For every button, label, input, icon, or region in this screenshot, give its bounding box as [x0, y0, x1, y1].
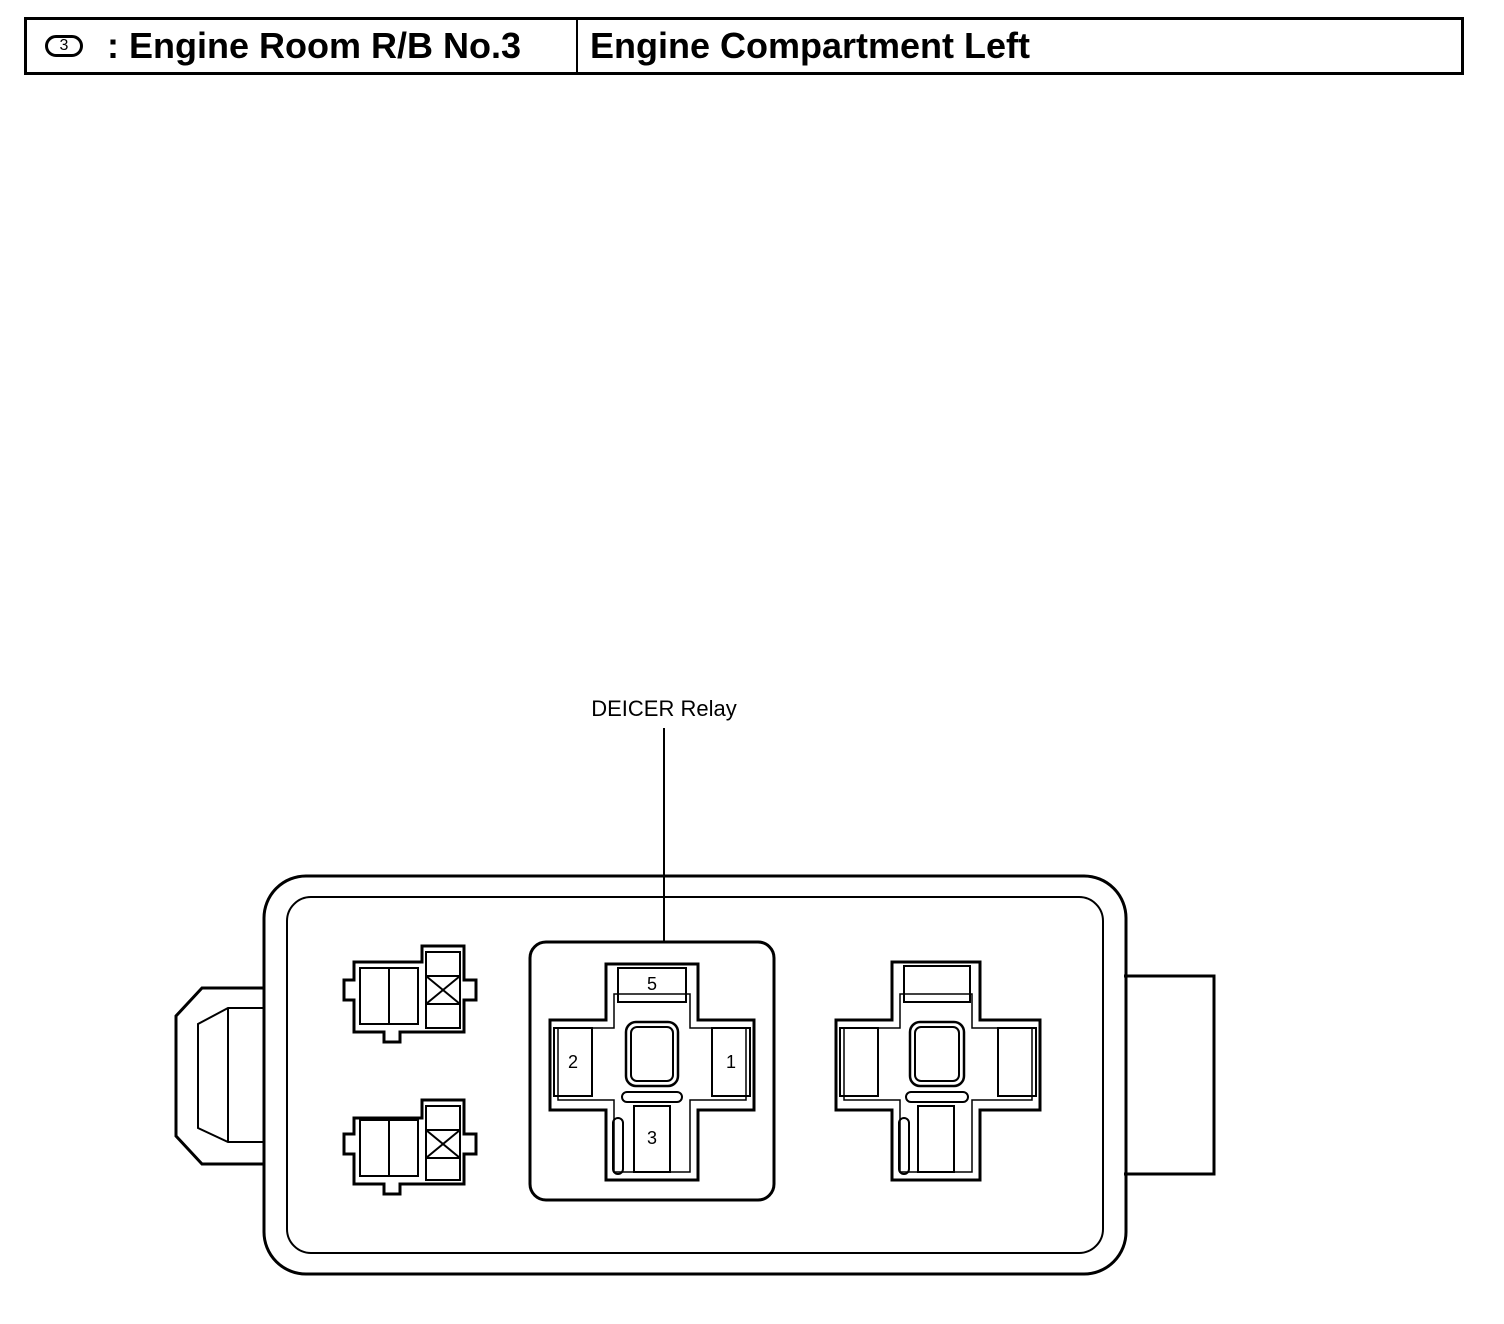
- terminal-5: [617, 967, 687, 1003]
- terminal-5-label: 5: [647, 974, 657, 994]
- terminal-2: [553, 1027, 593, 1097]
- terminal-3-label: 3: [647, 1128, 657, 1148]
- deicer-relay-socket: 5 2 1 3: [548, 962, 756, 1182]
- terminal-1-label: 1: [726, 1052, 736, 1072]
- terminal-2-label: 2: [568, 1052, 578, 1072]
- terminal-1: [711, 1027, 751, 1097]
- relay-block-name-cell: 3 : Engine Room R/B No.3: [27, 20, 578, 72]
- deicer-relay-frame: [528, 940, 776, 1202]
- title-bar: 3 : Engine Room R/B No.3 Engine Compartm…: [24, 17, 1464, 75]
- spare-relay-socket: [834, 960, 1042, 1182]
- relay-block-title: : Engine Room R/B No.3: [107, 25, 521, 66]
- relay-block-housing: [262, 874, 1128, 1276]
- left-mounting-bracket: [174, 986, 264, 1166]
- right-mounting-tab: [1124, 974, 1216, 1176]
- deicer-relay-callout: DEICER Relay: [591, 696, 736, 721]
- housing-inner-wall: [286, 896, 1104, 1254]
- small-connector-lower: [342, 1098, 478, 1196]
- location-text: Engine Compartment Left: [590, 25, 1031, 66]
- small-connector-upper: [342, 944, 478, 1044]
- location-cell: Engine Compartment Left: [578, 20, 1461, 72]
- block-number-badge: 3: [45, 35, 83, 57]
- terminal-3: [633, 1105, 671, 1173]
